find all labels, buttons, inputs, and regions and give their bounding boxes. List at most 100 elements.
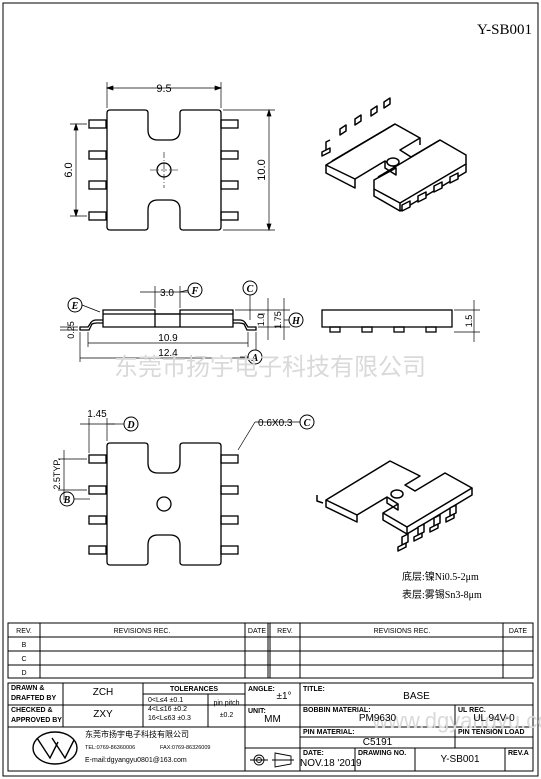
- pin: [88, 454, 107, 464]
- title-label: TITLE:: [303, 686, 325, 693]
- bobbin-material-value: PM9630: [358, 713, 397, 724]
- rev-header-left: REV.: [16, 628, 32, 635]
- rev-header-right: REV.: [277, 628, 293, 635]
- bottom-view-dims: [58, 418, 115, 500]
- revisions-table: [7, 622, 534, 679]
- ul-rec-value: UL 94V-0: [473, 713, 515, 724]
- pin: [88, 545, 107, 555]
- company-tel: TEL:0769-86360006: [85, 745, 136, 751]
- iso-view-top: [321, 97, 467, 212]
- dim-top-width: 9.5: [156, 83, 171, 95]
- pin-tension-label: PIN TENSION LOAD: [458, 729, 525, 736]
- angle-label: ANGLE:: [248, 686, 275, 693]
- dim-bottom-pitch: 2.5TYP.: [52, 458, 62, 489]
- callout-h-letter: H: [291, 316, 301, 327]
- end-view-dims: [454, 300, 480, 342]
- plating-note-2: 表层:雾锡Sn3-8μm: [402, 588, 482, 601]
- rec-header-left: REVISIONS REC.: [114, 628, 171, 635]
- watermark-url: www.dgyangyu.com: [371, 708, 541, 733]
- dim-side-foot: 0.25: [66, 321, 76, 339]
- rev-row: D: [21, 670, 26, 677]
- date-header-right: DATE: [509, 628, 527, 635]
- pin: [88, 515, 107, 525]
- title-block-grid: [7, 682, 534, 772]
- rev-row: B: [22, 642, 27, 649]
- tolerance-2: 4<L≤16 ±0.2: [148, 706, 188, 713]
- date-label: DATE:: [303, 750, 324, 757]
- pin-pitch-value: ±0.2: [219, 712, 234, 719]
- pin: [88, 211, 107, 221]
- drawing-no-value: Y-SB001: [440, 754, 480, 765]
- drawn-label-2: DRAFTED BY: [11, 695, 57, 702]
- unit-value: MM: [264, 714, 281, 725]
- drawing-no-label: DRAWING NO.: [358, 750, 407, 757]
- side-view: [79, 309, 257, 331]
- pin: [88, 180, 107, 190]
- revisions-headers: REV. REVISIONS REC. DATE REV. REVISIONS …: [16, 628, 527, 677]
- projection-symbol-icon: [250, 752, 294, 768]
- pin: [88, 119, 107, 129]
- iso-view-bottom: [316, 460, 473, 552]
- tolerances-header: TOLERANCES: [169, 686, 219, 693]
- callout-c-letter: C: [247, 284, 254, 295]
- rev-label: REV.A: [508, 750, 529, 757]
- callout-leaders: [74, 289, 300, 500]
- dim-bottom-w: 1.45: [87, 409, 107, 420]
- angle-value: ±1°: [276, 691, 292, 702]
- title-value: BASE: [403, 691, 430, 702]
- tolerance-3: 16<L≤63 ±0.3: [148, 715, 191, 722]
- bobbin-material-label: BOBBIN MATERIAL:: [303, 707, 371, 714]
- company-fax: FAX:0769-86326009: [160, 745, 211, 751]
- company-email: E-mail:dgyangyu0801@163.com: [85, 757, 187, 764]
- top-view-dims: [70, 82, 275, 232]
- dim-side-pitch: 3.0: [160, 288, 174, 299]
- pin-pitch-label: pin pitch: [213, 700, 240, 707]
- date-value: NOV.18 '2019: [300, 758, 362, 769]
- company-logo-icon: [32, 731, 78, 765]
- bottom-view: [88, 442, 239, 566]
- date-header-left: DATE: [248, 628, 266, 635]
- dim-side-len1: 10.9: [158, 333, 178, 344]
- drawn-label-1: DRAWN &: [11, 685, 45, 692]
- dim-end-h: 1.5: [464, 315, 474, 328]
- top-view: [88, 109, 239, 231]
- callout-d-letter: D: [126, 420, 134, 431]
- dim-top-inner: 6.0: [63, 162, 75, 177]
- checked-label-2: APPROVED BY: [11, 717, 62, 724]
- rec-header-right: REVISIONS REC.: [374, 628, 431, 635]
- pin: [220, 119, 239, 129]
- side-view-dims: [60, 286, 290, 362]
- dim-pin-size: 0.6X0.3: [258, 418, 293, 429]
- base-body-outline: [106, 109, 222, 231]
- end-view: [321, 309, 453, 333]
- pin: [220, 150, 239, 160]
- callout-f-letter: F: [191, 286, 199, 297]
- callout-e-letter: E: [71, 301, 79, 312]
- bottom-center-hole: [156, 496, 172, 512]
- doc-number-top: Y-SB001: [477, 22, 532, 38]
- pin-material-label: PIN MATERIAL:: [303, 729, 355, 736]
- callout-letters: E F C H A D C B: [63, 284, 311, 506]
- callout-c2-letter: C: [304, 418, 311, 429]
- tolerance-1: 0<L≤4 ±0.1: [148, 697, 184, 704]
- pin: [220, 180, 239, 190]
- callout-a-letter: A: [251, 353, 259, 364]
- rev-row: C: [21, 656, 26, 663]
- checked-value: ZXY: [93, 709, 113, 720]
- iso-center-hole: [386, 157, 400, 167]
- pin: [220, 211, 239, 221]
- company-name-cn: 东莞市扬宇电子科技有限公司: [85, 730, 189, 739]
- watermark-company: 东莞市扬宇电子科技有限公司: [114, 354, 426, 381]
- pin: [88, 150, 107, 160]
- dim-side-h1: 1.0: [256, 314, 266, 327]
- plating-note-1: 底层:镍Ni0.5-2μm: [402, 570, 479, 583]
- pin-material-value: C5191: [362, 737, 393, 748]
- unit-label: UNIT:: [248, 708, 266, 715]
- pin: [220, 454, 239, 464]
- pin: [220, 485, 239, 495]
- pin: [88, 485, 107, 495]
- callout-b-letter: B: [63, 495, 71, 506]
- dim-side-h2: 1.75: [273, 311, 283, 329]
